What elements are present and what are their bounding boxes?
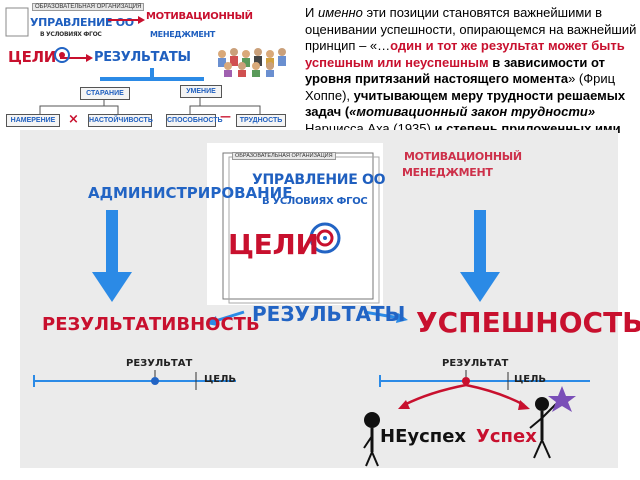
- mini-difficulty-box: ТРУДНОСТЬ: [236, 114, 286, 127]
- para-part-2: именно: [317, 5, 363, 20]
- mini-target-icon: [54, 47, 70, 63]
- mini-skill-box: УМЕНИЕ: [180, 85, 222, 98]
- success-label: УСПЕШНОСТЬ: [416, 306, 640, 339]
- failure-label: НЕуспех: [380, 426, 467, 447]
- mini-diagram-lines: [5, 7, 286, 114]
- mini-effort-box: СТАРАНИЕ: [80, 87, 130, 100]
- left-down-arrow: [92, 210, 132, 302]
- happy-figure-icon: [529, 397, 557, 459]
- left-goal-label: ЦЕЛЬ: [204, 374, 237, 385]
- failure-arrow: [398, 383, 467, 409]
- target-icon: [309, 222, 341, 254]
- org-document-sketch: [222, 152, 380, 304]
- left-scale: [33, 370, 236, 390]
- right-result-label: РЕЗУЛЬТАТ: [442, 358, 509, 369]
- mini-minus-sign: —: [220, 110, 231, 123]
- mini-intention-box: НАМЕРЕНИЕ: [6, 114, 60, 127]
- para-part-1: И: [305, 5, 318, 20]
- big-management-title: УПРАВЛЕНИЕ ОО: [252, 172, 386, 188]
- right-down-arrow: [460, 210, 500, 302]
- administration-label: АДМИНИСТРИРОВАНИЕ: [88, 184, 293, 202]
- mini-persistence-box: НАСТОЙЧИВОСТЬ: [88, 114, 153, 127]
- results-right-arrow: [363, 310, 408, 323]
- mini-org-tag: ОБРАЗОВАТЕЛЬНАЯ ОРГАНИЗАЦИЯ: [32, 3, 145, 11]
- mini-ability-box: СПОСОБНОСТЬ: [166, 114, 223, 127]
- mini-motivational-subtitle: МЕНЕДЖМЕНТ: [150, 30, 216, 39]
- mini-results: РЕЗУЛЬТАТЫ: [94, 50, 191, 65]
- big-goals: ЦЕЛИ: [228, 228, 319, 261]
- left-result-label: РЕЗУЛЬТАТ: [126, 358, 193, 369]
- results-label: РЕЗУЛЬТАТЫ: [252, 302, 406, 326]
- para-quote: один и тот же результат может быть успеш…: [305, 38, 625, 70]
- mini-motivational-title: МОТИВАЦИОННЫЙ: [146, 11, 253, 22]
- mini-management-subtitle: В УСЛОВИЯХ ФГОС: [40, 31, 102, 38]
- star-icon: [548, 386, 576, 412]
- para-part-3: эти позиции становятся важнейшими в оцен…: [305, 5, 637, 53]
- para-author: » (Фриц Хоппе),: [305, 71, 616, 103]
- mini-crowd-icon: [218, 48, 286, 77]
- mini-times-sign: ×: [68, 112, 79, 127]
- big-motivational-subtitle: МЕНЕДЖМЕНТ: [402, 166, 493, 179]
- big-motivational-title: МОТИВАЦИОННЫЙ: [404, 150, 522, 163]
- big-management-subtitle: В УСЛОВИЯХ ФГОС: [262, 196, 368, 207]
- description-paragraph: И именно эти позиции становятся важнейши…: [305, 5, 637, 154]
- mini-diagram: ОБРАЗОВАТЕЛЬНАЯ ОРГАНИЗАЦИЯ УПРАВЛЕНИЕ О…: [0, 0, 296, 132]
- results-left-arrow: [206, 310, 245, 326]
- success-figure-label: Успех: [476, 426, 537, 447]
- success-arrow: [465, 383, 530, 410]
- para-law: «мотивационный закон трудности»: [349, 104, 596, 119]
- sad-figure-icon: [363, 412, 380, 467]
- mini-goals: ЦЕЛИ: [8, 48, 56, 66]
- effectiveness-label: РЕЗУЛЬТАТИВНОСТЬ: [42, 314, 260, 335]
- right-scale: [379, 370, 590, 390]
- right-goal-label: ЦЕЛЬ: [514, 374, 547, 385]
- para-part-5: в зависимости от уровня притязаний насто…: [305, 54, 605, 87]
- big-org-tag: ОБРАЗОВАТЕЛЬНАЯ ОРГАНИЗАЦИЯ: [232, 152, 336, 160]
- para-part-7: учитывающем меру трудности решаемых зада…: [305, 87, 626, 120]
